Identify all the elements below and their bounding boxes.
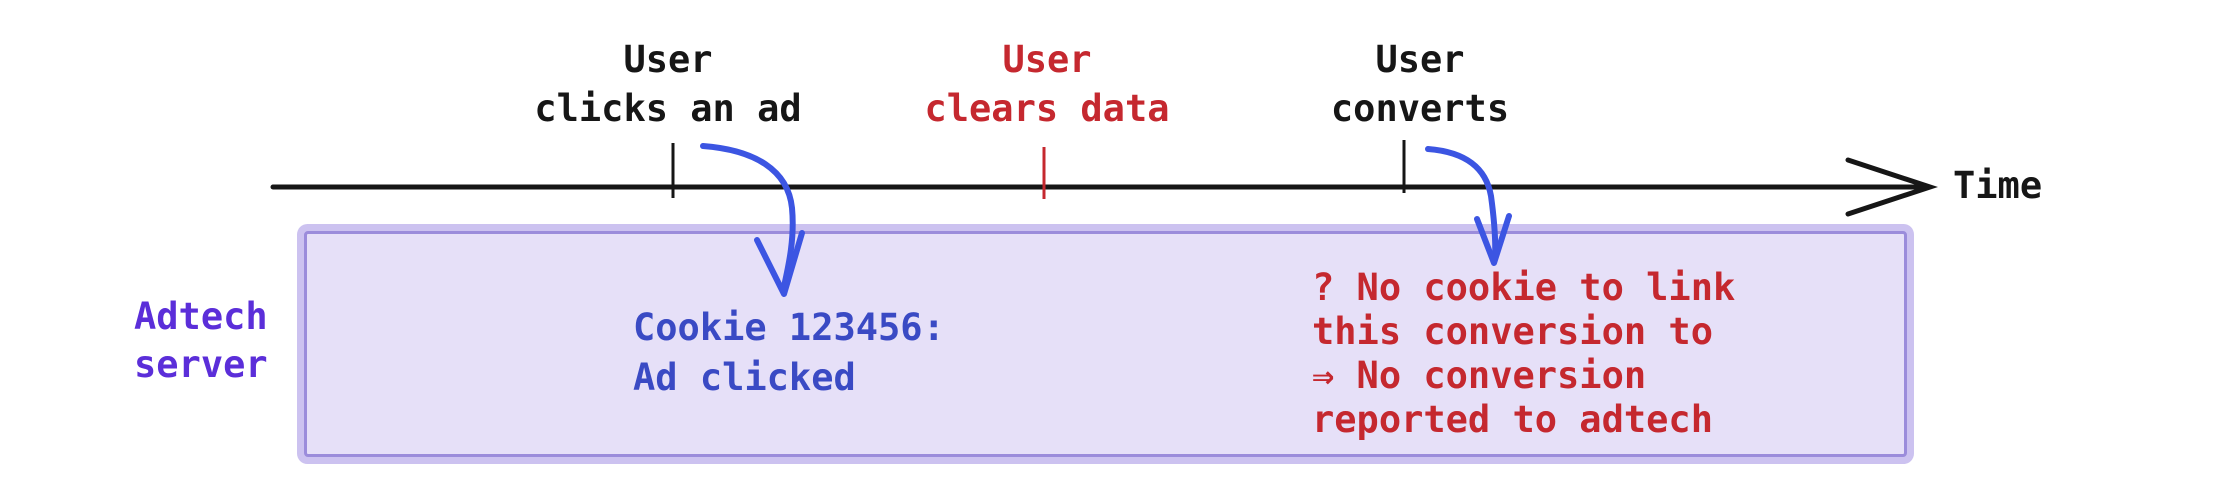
event-label-converts: User converts — [1331, 35, 1509, 133]
cookie-logged-note: Cookie 123456: Ad clicked — [633, 303, 945, 403]
no-cookie-note-line3: ⇒ No conversion — [1312, 354, 1647, 397]
no-cookie-note-line1: ? No cookie to link — [1312, 266, 1736, 309]
event-clears-data-line1: User — [1002, 38, 1092, 81]
cookie-note-line2: Ad clicked — [633, 356, 856, 399]
adtech-server-label: Adtech server — [134, 293, 268, 389]
event-converts-line1: User — [1375, 38, 1465, 81]
adtech-server-label-line2: server — [134, 343, 268, 386]
cookie-note-line1: Cookie 123456: — [633, 306, 945, 349]
event-clears-data-line2: clears data — [924, 87, 1170, 130]
event-label-clears-data: User clears data — [924, 35, 1169, 133]
adtech-server-box — [304, 231, 1907, 457]
event-converts-line2: converts — [1330, 87, 1510, 130]
time-axis-label: Time — [1953, 164, 2043, 207]
adtech-server-label-line1: Adtech — [134, 295, 268, 338]
no-cookie-note-line4: reported to adtech — [1312, 398, 1713, 441]
no-cookie-note-line2: this conversion to — [1312, 310, 1713, 353]
event-label-clicks-ad: User clicks an ad — [534, 35, 801, 133]
time-axis-arrowhead-icon — [1845, 157, 1938, 217]
event-clicks-ad-line1: User — [623, 38, 713, 81]
event-clicks-ad-line2: clicks an ad — [534, 87, 802, 130]
